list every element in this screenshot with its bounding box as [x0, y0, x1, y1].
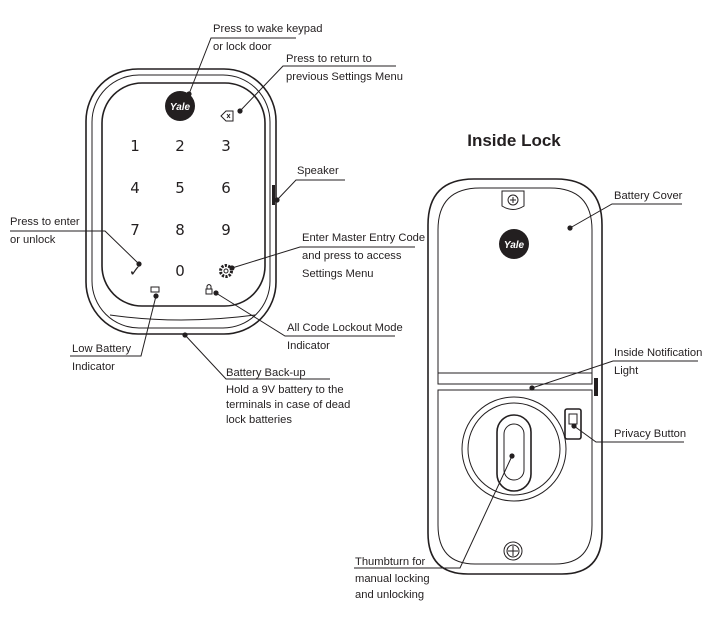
label-backup-4: lock batteries: [226, 414, 292, 426]
bottom-screw-icon: [503, 541, 523, 561]
check-icon[interactable]: ✓: [129, 262, 142, 280]
inside-lock: Yale: [427, 178, 603, 575]
key-7[interactable]: 7: [130, 221, 140, 239]
label-master-1: Enter Master Entry Code: [302, 232, 425, 244]
yale-logo: [165, 91, 195, 121]
back-arrow-icon[interactable]: [220, 110, 234, 122]
label-thumb-1: Thumbturn for: [355, 556, 426, 568]
inside-yale-logo: [499, 229, 529, 259]
label-return-1: Press to return to: [286, 53, 372, 65]
battery-icon: [150, 286, 160, 293]
key-6[interactable]: 6: [221, 179, 231, 197]
label-speaker: Speaker: [297, 165, 339, 177]
battery-cover[interactable]: [437, 187, 593, 385]
keypad-bottom-edge: [109, 314, 256, 321]
inside-labels: Battery Cover Inside Notification Light …: [355, 190, 702, 601]
label-lowbat-1: Low Battery: [72, 343, 131, 355]
outside-labels: Press to wake keypad or lock door Press …: [10, 23, 425, 426]
lock-icon: [205, 284, 213, 295]
key-9[interactable]: 9: [221, 221, 231, 239]
label-thumb-3: and unlocking: [355, 589, 424, 601]
key-0[interactable]: 0: [175, 262, 185, 280]
label-lowbat-2: Indicator: [72, 361, 115, 373]
thumbturn-rosette-outer: [461, 396, 567, 502]
screw-icon: [501, 190, 525, 210]
keypad-inner-frame: [91, 74, 271, 329]
thumbturn-inner: [503, 423, 525, 481]
label-master-3: Settings Menu: [302, 268, 374, 280]
key-4[interactable]: 4: [130, 179, 140, 197]
inside-lock-title: Inside Lock: [467, 131, 561, 150]
outside-callout-dots: [136, 91, 280, 338]
label-privacy: Privacy Button: [614, 428, 686, 440]
key-2[interactable]: 2: [175, 137, 185, 155]
inside-leader-lines: [354, 203, 698, 569]
key-1[interactable]: 1: [130, 137, 140, 155]
label-wake-2: or lock door: [213, 41, 272, 53]
lower-housing: [437, 389, 593, 565]
thumbturn-rosette-inner: [467, 402, 561, 496]
label-backup-1: Battery Back-up: [226, 367, 306, 379]
key-8[interactable]: 8: [175, 221, 185, 239]
label-lockout-2: Indicator: [287, 340, 330, 352]
privacy-button[interactable]: [564, 408, 582, 440]
inside-yale-logo-text: Yale: [504, 240, 525, 251]
label-enter-1: Press to enter: [10, 216, 80, 228]
label-thumb-2: manual locking: [355, 573, 430, 585]
outside-leader-lines: [10, 37, 415, 380]
key-3[interactable]: 3: [221, 137, 231, 155]
label-notif-1: Inside Notification: [614, 347, 702, 359]
speaker-grille: [272, 185, 275, 205]
inside-callout-dots: [509, 225, 577, 459]
label-return-2: previous Settings Menu: [286, 71, 403, 83]
privacy-button-inner: [568, 413, 578, 425]
label-master-2: and press to access: [302, 250, 402, 262]
label-backup-2: Hold a 9V battery to the: [226, 384, 344, 396]
label-notif-2: Light: [614, 365, 639, 377]
label-backup-3: terminals in case of dead: [226, 399, 350, 411]
inside-body-outer: [427, 178, 603, 575]
side-strip: [594, 378, 598, 396]
yale-logo-text: Yale: [170, 102, 191, 113]
outside-keypad: Yale 1 2 3 4 5 6 7 8 9 ✓ 0: [85, 68, 277, 335]
label-enter-2: or unlock: [10, 234, 56, 246]
key-5[interactable]: 5: [175, 179, 185, 197]
label-batcover: Battery Cover: [614, 190, 683, 202]
label-lockout-1: All Code Lockout Mode: [287, 322, 403, 334]
thumbturn[interactable]: [496, 414, 532, 492]
keypad-glass: [101, 82, 266, 307]
label-wake-1: Press to wake keypad: [213, 23, 322, 35]
gear-icon[interactable]: [219, 264, 233, 278]
